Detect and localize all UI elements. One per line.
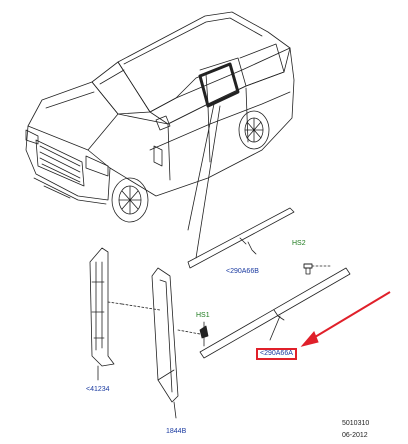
arrow-icon: [300, 291, 391, 347]
upper-molding-label: <290A66B: [226, 268, 259, 275]
hs2-screw-icon: [303, 263, 331, 275]
hs1-screw-icon: [199, 321, 209, 347]
left-pillar-part: [89, 247, 123, 381]
hs1-label: HS1: [196, 312, 210, 319]
center-pillar-part: [121, 267, 179, 419]
reference-date: 06-2012: [342, 432, 368, 439]
lower-molding-strip: [199, 267, 351, 359]
hs2-label: HS2: [292, 240, 306, 247]
car-illustration: [25, 11, 295, 223]
left-part-label: <41234: [86, 386, 110, 393]
reference-code: 5010310: [342, 420, 370, 427]
upper-molding-strip: [187, 207, 295, 269]
center-part-label: 1844B: [166, 428, 187, 435]
lower-molding-label: <290A66A: [256, 348, 297, 360]
